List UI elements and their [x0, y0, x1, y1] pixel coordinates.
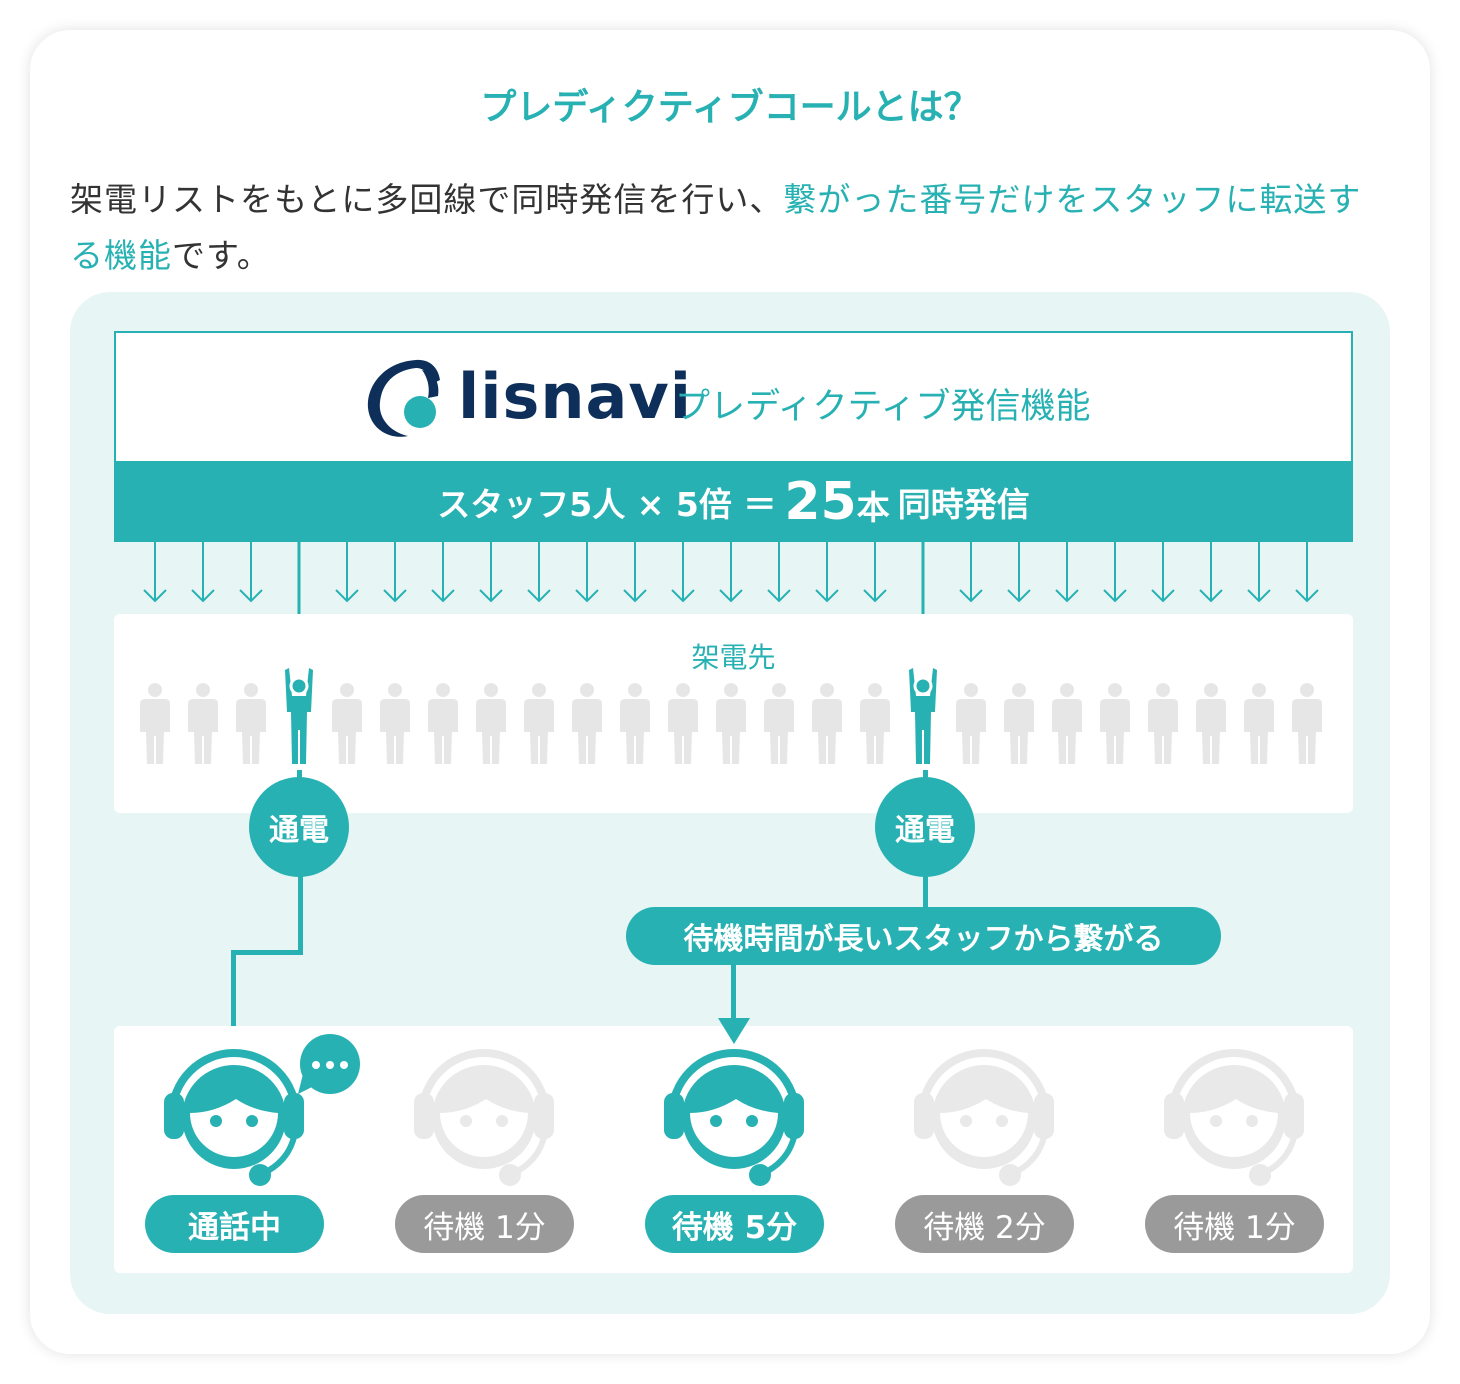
formula-band: スタッフ5人 × 5倍 ＝ 25本 同時発信: [114, 461, 1353, 542]
call-arrow: [431, 542, 455, 603]
connected-person-icon: [285, 668, 313, 764]
call-arrow: [575, 542, 599, 603]
call-arrow: [767, 542, 791, 603]
staff-status-pill: 待機 2分: [895, 1195, 1074, 1253]
operator-headset-icon: [1164, 1049, 1304, 1186]
person-icon: [956, 683, 986, 764]
operator-headset-icon: [414, 1049, 554, 1186]
call-arrow: [1199, 542, 1223, 603]
person-icon: [1244, 683, 1274, 764]
brand-name: lisnavi: [458, 360, 693, 433]
call-arrow: [335, 542, 359, 603]
speech-bubble-icon: [298, 1034, 360, 1094]
description-end: です。: [172, 236, 271, 275]
operator-headset-icon: [664, 1049, 804, 1186]
call-arrow: [863, 542, 887, 603]
description-highlight: 繋がった番号だけをスタッフに転送する機能: [70, 180, 1362, 275]
formula-suffix: 同時発信: [897, 484, 1030, 524]
call-arrow: [1151, 542, 1175, 603]
staff-status-pill: 待機 1分: [1145, 1195, 1324, 1253]
arrow-down-icon: [718, 1018, 750, 1044]
call-arrow: [1055, 542, 1079, 603]
call-arrows: [143, 542, 1319, 644]
staff-status-pill: 待機 1分: [395, 1195, 574, 1253]
call-arrow: [527, 542, 551, 603]
person-icon: [620, 683, 650, 764]
routing-arrow: [731, 964, 736, 1022]
person-icon: [1292, 683, 1322, 764]
person-icon: [812, 683, 842, 764]
call-arrow: [239, 542, 263, 603]
connected-person-icon: [909, 668, 937, 764]
connector-line: [298, 876, 303, 954]
call-arrow: [383, 542, 407, 603]
staff-status-pill: 通話中: [145, 1195, 324, 1253]
person-icon: [1148, 683, 1178, 764]
person-icon: [1052, 683, 1082, 764]
person-icon: [332, 683, 362, 764]
connector-line: [231, 950, 236, 1050]
person-icon: [188, 683, 218, 764]
call-arrow: [623, 542, 647, 603]
person-icon: [860, 683, 890, 764]
description-text: 架電リストをもとに多回線で同時発信を行い、: [70, 180, 784, 219]
person-icon: [764, 683, 794, 764]
formula-number: 25: [784, 471, 857, 532]
lisnavi-logo-icon: [367, 359, 440, 437]
routing-rule-label: 待機時間が長いスタッフから繋がる: [626, 907, 1221, 965]
person-icon: [1100, 683, 1130, 764]
formula-unit: 本: [856, 487, 890, 527]
connector-line: [923, 876, 928, 908]
person-icon: [716, 683, 746, 764]
staff-status-pill: 待機 5分: [645, 1195, 824, 1253]
connector-line: [231, 950, 303, 955]
connected-badge-1: 通電: [249, 777, 349, 877]
operator-headset-icon: [914, 1049, 1054, 1186]
call-arrow: [671, 542, 695, 603]
call-arrow: [1247, 542, 1271, 603]
call-arrow: [959, 542, 983, 603]
logo-box: [114, 331, 1353, 462]
person-icon: [140, 683, 170, 764]
person-icon: [1196, 683, 1226, 764]
person-icon: [1004, 683, 1034, 764]
call-arrow: [1103, 542, 1127, 603]
person-icon: [524, 683, 554, 764]
call-arrow: [479, 542, 503, 603]
person-icon: [668, 683, 698, 764]
person-icon: [476, 683, 506, 764]
connected-badge-2: 通電: [875, 777, 975, 877]
call-arrow: [191, 542, 215, 603]
call-arrow: [719, 542, 743, 603]
call-arrow: [1007, 542, 1031, 603]
call-arrow: [143, 542, 167, 603]
description: 架電リストをもとに多回線で同時発信を行い、繋がった番号だけをスタッフに転送する機…: [70, 172, 1390, 284]
call-arrow: [815, 542, 839, 603]
person-icon: [236, 683, 266, 764]
operator-headset-icon: [164, 1049, 304, 1186]
page-title: プレディクティブコールとは？: [480, 87, 980, 128]
person-icon: [572, 683, 602, 764]
person-icon: [380, 683, 410, 764]
callee-people: [140, 668, 1322, 764]
call-arrow: [1295, 542, 1319, 603]
callee-label: 架電先: [691, 641, 776, 674]
feature-name: プレディクティブ発信機能: [675, 387, 1091, 427]
formula-prefix: スタッフ5人 × 5倍 ＝: [437, 484, 777, 524]
person-icon: [428, 683, 458, 764]
